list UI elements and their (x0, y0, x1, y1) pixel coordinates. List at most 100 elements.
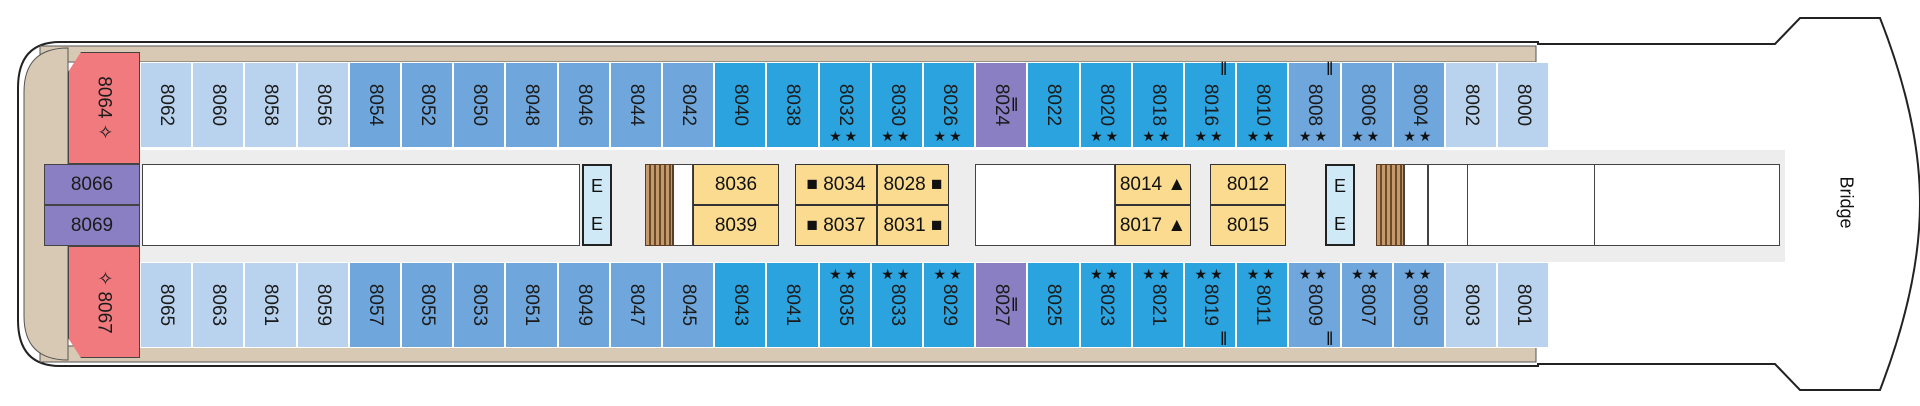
cabin-8025[interactable]: 8025 (1027, 262, 1080, 348)
cabin-8053[interactable]: 8053 (453, 262, 506, 348)
cabin-number: 8015 (1226, 214, 1270, 236)
cabin-number: 8007 (1356, 283, 1378, 327)
cabin-8017[interactable]: 8017 ▲ (1115, 205, 1191, 246)
cabin-8023[interactable]: 8023★★ (1079, 262, 1132, 348)
cabin-8030[interactable]: 8030★★ (870, 62, 923, 148)
cabin-8019[interactable]: 8019★★ (1184, 262, 1237, 348)
cabin-8055[interactable]: 8055 (401, 262, 454, 348)
star-icon: ★★ (1351, 128, 1383, 144)
cabin-8049[interactable]: 8049 (557, 262, 610, 348)
cabin-8002[interactable]: 8002 (1445, 62, 1498, 148)
aft-side-cabin-8069[interactable]: 8069 (44, 205, 140, 246)
cabin-8063[interactable]: 8063 (192, 262, 245, 348)
cabin-8062[interactable]: 8062 (140, 62, 193, 148)
cabin-8037[interactable]: ■ 8037 (795, 205, 877, 246)
cabin-8009[interactable]: 8009★★ (1288, 262, 1341, 348)
cabin-8036[interactable]: 8036 (693, 164, 779, 205)
cabin-8011[interactable]: 8011★★ (1236, 262, 1289, 348)
cabin-number: 8017 ▲ (1119, 214, 1187, 236)
cabin-8008[interactable]: 8008★★ (1288, 62, 1341, 148)
cabin-number: 8005 (1408, 283, 1430, 327)
cabin-8048[interactable]: 8048 (505, 62, 558, 148)
cabin-number: 8004 (1408, 83, 1430, 127)
cabin-8038[interactable]: 8038 (766, 62, 819, 148)
cabin-8005[interactable]: 8005★★ (1392, 262, 1445, 348)
cabin-number: 8032 (834, 83, 856, 127)
cabin-8029[interactable]: 8029★★ (923, 262, 976, 348)
cabin-8035[interactable]: 8035★★ (818, 262, 871, 348)
cabin-8056[interactable]: 8056 (296, 62, 349, 148)
cabin-8018[interactable]: 8018★★ (1131, 62, 1184, 148)
cabin-8043[interactable]: 8043 (714, 262, 767, 348)
cabin-number: 8040 (730, 83, 752, 127)
cabin-number: 8000 (1513, 83, 1535, 127)
aft-suite-bottom[interactable]: ✧ 8067 (68, 246, 140, 358)
cabin-number: 8055 (417, 283, 439, 327)
cabin-number: 8039 (714, 214, 758, 236)
star-icon: ★★ (1298, 128, 1331, 144)
cabin-8020[interactable]: 8020★★ (1079, 62, 1132, 148)
cabin-8000[interactable]: 8000 (1497, 62, 1550, 148)
cabin-8003[interactable]: 8003 (1445, 262, 1498, 348)
cabin-8045[interactable]: 8045 (662, 262, 715, 348)
star-icon: ★★ (1194, 266, 1226, 282)
cabin-8004[interactable]: 8004★★ (1392, 62, 1445, 148)
cabin-8028[interactable]: 8028 ■ (877, 164, 949, 205)
cabin-8022[interactable]: 8022 (1027, 62, 1080, 148)
cabin-8057[interactable]: 8057 (348, 262, 401, 348)
cabin-8006[interactable]: 8006★★ (1340, 62, 1393, 148)
diamond-icon: ✧ (93, 123, 115, 140)
cabin-number: 8052 (417, 83, 439, 127)
cabin-8031[interactable]: 8031 ■ (877, 205, 949, 246)
cabin-number: 8033 (886, 283, 908, 327)
cabin-number: 8056 (312, 83, 334, 127)
cabin-8065[interactable]: 8065 (140, 262, 193, 348)
cabin-8010[interactable]: 8010★★ (1236, 62, 1289, 148)
cabin-8047[interactable]: 8047 (609, 262, 662, 348)
elevator-icon: E (590, 176, 603, 196)
cabin-8012[interactable]: 8012 (1210, 164, 1286, 205)
cabin-8007[interactable]: 8007★★ (1340, 262, 1393, 348)
cabin-8052[interactable]: 8052 (401, 62, 454, 148)
cabin-number: 8031 ■ (883, 214, 943, 236)
cabin-8015[interactable]: 8015 (1210, 205, 1286, 246)
aft-suite-top[interactable]: 8064 ✧ (68, 52, 140, 164)
cabin-8039[interactable]: 8039 (693, 205, 779, 246)
cabin-8044[interactable]: 8044 (609, 62, 662, 148)
star-icon: ★★ (933, 128, 965, 144)
cabin-8042[interactable]: 8042 (662, 62, 715, 148)
cabin-8041[interactable]: 8041 (766, 262, 819, 348)
cabin-8050[interactable]: 8050 (453, 62, 506, 148)
cabin-8001[interactable]: 8001 (1497, 262, 1550, 348)
cabin-number: 8002 (1461, 83, 1483, 127)
cabin-8032[interactable]: 8032★★ (818, 62, 871, 148)
elevator-icon: E (590, 214, 603, 234)
elevator-icon: E (1333, 176, 1346, 196)
aft-side-cabin-8066[interactable]: 8066 (44, 164, 140, 205)
cabin-8034[interactable]: ■ 8034 (795, 164, 877, 205)
connecting-door-icon: ‖ (1011, 95, 1019, 115)
cabin-8026[interactable]: 8026★★ (923, 62, 976, 148)
star-icon: ★★ (1142, 266, 1174, 282)
cabin-8024[interactable]: 8024 (975, 62, 1028, 148)
cabin-8027[interactable]: 8027 (975, 262, 1028, 348)
cabin-8040[interactable]: 8040 (714, 62, 767, 148)
cabin-8014[interactable]: 8014 ▲ (1115, 164, 1191, 205)
cabin-8061[interactable]: 8061 (244, 262, 297, 348)
cabin-8059[interactable]: 8059 (296, 262, 349, 348)
cabin-number: 8063 (208, 283, 230, 327)
interior-block-fwd (1428, 164, 1780, 246)
cabin-8058[interactable]: 8058 (244, 62, 297, 148)
cabin-number: 8029 (939, 283, 961, 327)
cabin-8060[interactable]: 8060 (192, 62, 245, 148)
star-icon: ★★ (1194, 128, 1226, 144)
cabin-number: 8024 (991, 83, 1013, 127)
cabin-8016[interactable]: 8016★★ (1184, 62, 1237, 148)
cabin-8054[interactable]: 8054 (348, 62, 401, 148)
cabin-8046[interactable]: 8046 (557, 62, 610, 148)
cabin-number: 8065 (156, 283, 178, 327)
star-icon: ★★ (1403, 266, 1435, 282)
cabin-8033[interactable]: 8033★★ (870, 262, 923, 348)
cabin-8021[interactable]: 8021★★ (1131, 262, 1184, 348)
cabin-8051[interactable]: 8051 (505, 262, 558, 348)
